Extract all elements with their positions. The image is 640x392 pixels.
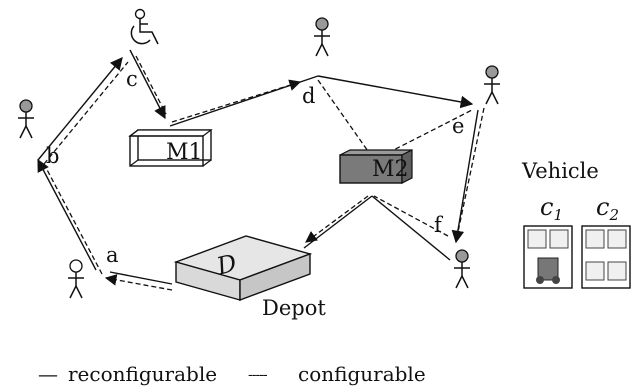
dashed-segment-b-c <box>43 61 129 165</box>
solid-segment-c-m1 <box>129 49 166 120</box>
passenger-e-figure <box>484 65 500 105</box>
vehicle-c2-layout <box>581 225 631 289</box>
dashed-segment-depot-a <box>104 274 173 291</box>
solid-segment-f-m2 <box>371 195 451 261</box>
stop-label-b: b <box>46 144 59 168</box>
legend-solid-label: reconfigurable <box>68 362 217 386</box>
solid-segment-m2-depot <box>303 195 373 249</box>
stop-label-c: c <box>126 67 138 91</box>
solid-segment-b-c <box>37 57 123 161</box>
dashed-segment-a-b <box>43 163 103 275</box>
solid-segment-depot-a <box>109 271 173 285</box>
dashed-segment-m1-d <box>171 79 302 123</box>
depot-caption: Depot <box>262 296 326 320</box>
solid-segment-a-b <box>37 158 97 271</box>
stop-label-f: f <box>434 213 444 237</box>
dashed-segment-m2-depot <box>305 195 369 243</box>
legend-solid-symbol: — <box>38 362 58 386</box>
vehicle-c1-layout <box>523 225 573 289</box>
reconfigurable-route <box>37 49 479 285</box>
passenger-d-figure <box>314 17 330 57</box>
stop-label-e: e <box>452 114 464 138</box>
passenger-a-figure <box>68 259 84 299</box>
vehicle-c2-label: c2 <box>596 193 619 224</box>
dashed-segment-d-m2 <box>317 79 371 155</box>
solid-segment-e-f <box>451 109 479 244</box>
passenger-b-figure <box>18 99 34 139</box>
dashed-segment-c-m1 <box>135 55 167 115</box>
module-m1-label: M1 <box>166 140 203 165</box>
dashed-segment-f-m2 <box>373 195 449 237</box>
module-m1-box <box>128 129 213 167</box>
module-m2-box <box>339 149 413 184</box>
wheelchair-icon <box>130 8 159 45</box>
vehicle-title: Vehicle <box>521 159 599 183</box>
dashed-segment-e-f <box>457 107 485 233</box>
module-m2-label: M2 <box>372 157 409 182</box>
legend-dashed-symbol: ----- <box>248 367 268 383</box>
solid-segment-d-e <box>317 75 474 109</box>
vehicle-c1-label: c1 <box>540 193 563 224</box>
passenger-f-figure <box>454 249 470 289</box>
legend: — reconfigurable ----- configurable <box>38 362 426 386</box>
legend-dashed-label: configurable <box>298 362 426 386</box>
depot-box <box>173 235 313 302</box>
stop-label-d: d <box>302 84 315 108</box>
stop-label-a: a <box>106 243 119 267</box>
